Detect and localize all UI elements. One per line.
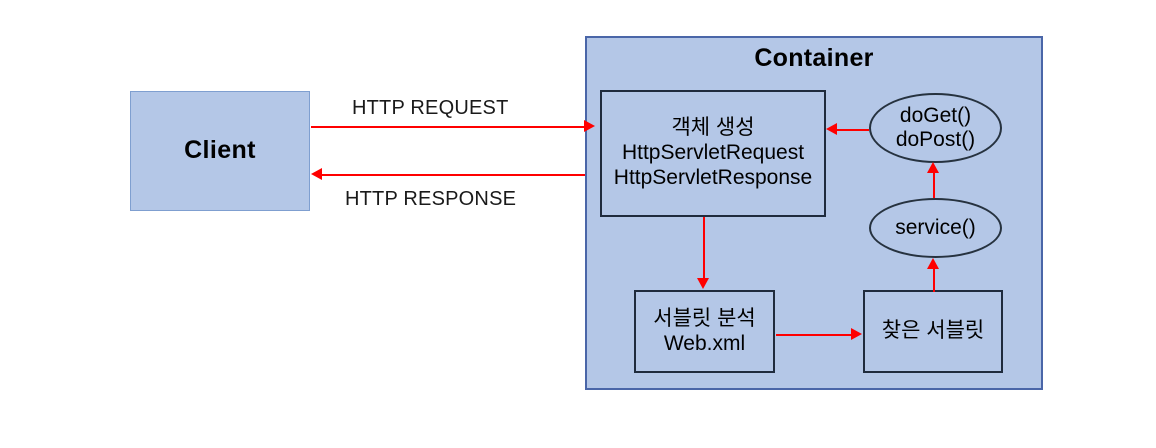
found-to-service-arrow-line — [933, 268, 935, 292]
client-label: Client — [184, 136, 256, 165]
service-to-do-arrow-line — [933, 172, 935, 198]
servlet-analysis-line1: 서블릿 분석 — [653, 306, 756, 330]
analysis-to-found-arrow-line — [776, 334, 852, 336]
found-servlet-box: 찾은 서블릿 — [863, 290, 1003, 373]
http-request-arrowhead — [584, 120, 595, 132]
do-methods-line1: doGet() — [899, 104, 972, 128]
service-line1: service() — [895, 216, 976, 240]
analysis-to-found-arrowhead — [851, 328, 862, 340]
object-creation-line1: 객체 생성 — [671, 116, 755, 140]
object-creation-line2: HttpServletRequest — [621, 141, 805, 165]
http-response-arrowhead — [311, 168, 322, 180]
http-request-label: HTTP REQUEST — [352, 97, 509, 119]
found-servlet-line1: 찾은 서블릿 — [881, 319, 985, 343]
object-to-analysis-arrow-line — [703, 217, 705, 279]
service-to-do-arrowhead — [927, 162, 939, 173]
http-request-arrow-line — [311, 126, 585, 128]
object-to-analysis-arrowhead — [697, 278, 709, 289]
servlet-analysis-box: 서블릿 분석 Web.xml — [634, 290, 775, 373]
http-response-label: HTTP RESPONSE — [345, 188, 517, 210]
object-creation-line3: HttpServletResponse — [613, 165, 813, 189]
do-methods-ellipse: doGet() doPost() — [869, 93, 1002, 163]
http-response-arrow-line — [322, 174, 585, 176]
container-title: Container — [754, 44, 874, 72]
found-to-service-arrowhead — [927, 258, 939, 269]
do-to-object-arrowhead — [826, 123, 837, 135]
client-box: Client — [130, 91, 310, 211]
do-to-object-arrow-line — [837, 129, 869, 131]
service-ellipse: service() — [869, 198, 1002, 258]
do-methods-line2: doPost() — [895, 128, 976, 151]
servlet-analysis-line2: Web.xml — [663, 331, 746, 355]
object-creation-box: 객체 생성 HttpServletRequest HttpServletResp… — [600, 90, 826, 217]
